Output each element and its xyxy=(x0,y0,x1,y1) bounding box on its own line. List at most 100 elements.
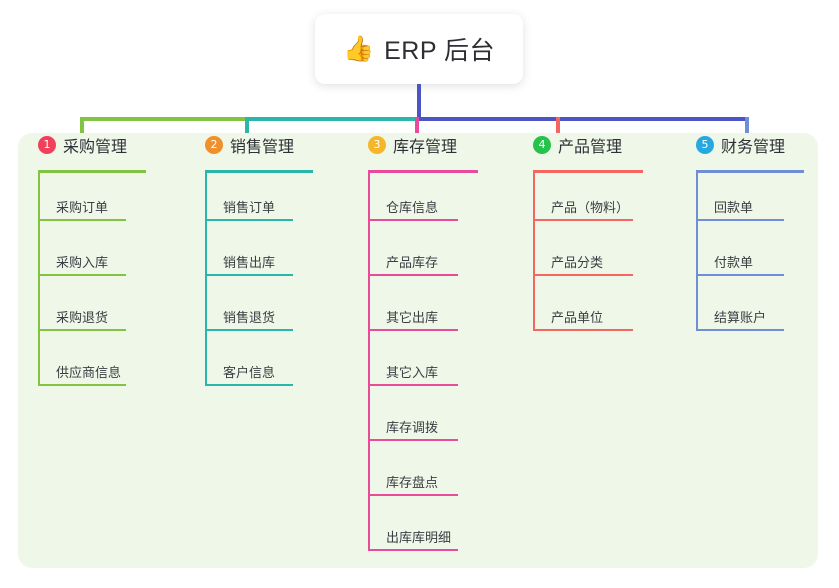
module-item[interactable]: 采购退货 xyxy=(38,307,126,337)
module-spine-4 xyxy=(533,173,535,331)
module-item-underline xyxy=(368,219,458,221)
module-item[interactable]: 库存盘点 xyxy=(368,472,458,502)
module-item-label: 结算账户 xyxy=(714,310,767,325)
bus-drop-2 xyxy=(245,117,249,147)
module-underline-3 xyxy=(368,170,478,173)
module-item-underline xyxy=(533,329,633,331)
module-spine-1 xyxy=(38,173,40,386)
module-item-underline xyxy=(38,329,126,331)
module-item-label: 回款单 xyxy=(714,200,754,215)
module-item-underline xyxy=(38,384,126,386)
bus-segment-2 xyxy=(245,117,415,121)
module-item-underline xyxy=(205,274,293,276)
module-item-label: 产品库存 xyxy=(386,255,439,270)
module-item-label: 产品单位 xyxy=(551,310,604,325)
module-item[interactable]: 付款单 xyxy=(696,252,784,282)
module-column-5: 5 财务管理回款单付款单结算账户 xyxy=(696,133,804,331)
module-underline-4 xyxy=(533,170,643,173)
module-item-label: 仓库信息 xyxy=(386,200,439,215)
root-node[interactable]: 👍 ERP 后台 xyxy=(315,14,523,84)
module-item-label: 其它出库 xyxy=(386,310,439,325)
module-item[interactable]: 产品分类 xyxy=(533,252,633,282)
bus-segment-4 xyxy=(419,117,559,121)
module-item[interactable]: 销售出库 xyxy=(205,252,293,282)
module-item-label: 采购退货 xyxy=(56,310,109,325)
module-item-label: 客户信息 xyxy=(223,365,276,380)
module-badge-5: 5 xyxy=(696,136,714,154)
module-spine-3 xyxy=(368,173,370,551)
module-item-underline xyxy=(205,219,293,221)
module-item-label: 库存盘点 xyxy=(386,475,439,490)
module-item-underline xyxy=(368,549,458,551)
module-header-2[interactable]: 2 销售管理 xyxy=(205,133,294,157)
module-title-4: 产品管理 xyxy=(558,139,623,156)
module-header-4[interactable]: 4 产品管理 xyxy=(533,133,622,157)
module-underline-1 xyxy=(38,170,146,173)
bus-segment-1 xyxy=(80,117,245,121)
module-item[interactable]: 库存调拨 xyxy=(368,417,458,447)
module-item[interactable]: 回款单 xyxy=(696,197,784,227)
module-item[interactable]: 销售退货 xyxy=(205,307,293,337)
module-badge-4: 4 xyxy=(533,136,551,154)
bus-segment-5 xyxy=(559,117,749,121)
module-item-label: 销售退货 xyxy=(223,310,276,325)
module-item[interactable]: 采购入库 xyxy=(38,252,126,282)
module-item[interactable]: 产品库存 xyxy=(368,252,458,282)
module-item-underline xyxy=(38,274,126,276)
module-title-2: 销售管理 xyxy=(230,139,295,156)
module-badge-2: 2 xyxy=(205,136,223,154)
module-item-underline xyxy=(368,384,458,386)
module-item[interactable]: 客户信息 xyxy=(205,362,293,392)
module-item[interactable]: 供应商信息 xyxy=(38,362,126,392)
module-item[interactable]: 其它入库 xyxy=(368,362,458,392)
module-item-underline xyxy=(368,329,458,331)
module-item-underline xyxy=(533,274,633,276)
module-item-label: 供应商信息 xyxy=(56,365,122,380)
module-header-5[interactable]: 5 财务管理 xyxy=(696,133,785,157)
module-item-label: 产品（物料） xyxy=(551,200,630,215)
module-item-underline xyxy=(696,274,784,276)
root-trunk-connector xyxy=(417,84,421,119)
module-item[interactable]: 产品（物料） xyxy=(533,197,633,227)
module-item-label: 库存调拨 xyxy=(386,420,439,435)
module-item-label: 采购入库 xyxy=(56,255,109,270)
module-item-label: 产品分类 xyxy=(551,255,604,270)
module-item-underline xyxy=(38,219,126,221)
thumbs-up-icon: 👍 xyxy=(342,34,375,63)
module-item[interactable]: 仓库信息 xyxy=(368,197,458,227)
module-item[interactable]: 其它出库 xyxy=(368,307,458,337)
bus-drop-1 xyxy=(80,117,84,147)
module-item-label: 采购订单 xyxy=(56,200,109,215)
module-item-underline xyxy=(533,219,633,221)
module-header-3[interactable]: 3 库存管理 xyxy=(368,133,457,157)
module-spine-5 xyxy=(696,173,698,331)
module-item-underline xyxy=(368,494,458,496)
module-badge-1: 1 xyxy=(38,136,56,154)
module-item[interactable]: 采购订单 xyxy=(38,197,126,227)
bus-drop-3 xyxy=(415,117,419,147)
module-item[interactable]: 出库库明细 xyxy=(368,527,458,557)
bus-drop-4 xyxy=(556,117,560,147)
module-item-label: 销售出库 xyxy=(223,255,276,270)
module-item-label: 付款单 xyxy=(714,255,754,270)
module-title-5: 财务管理 xyxy=(721,139,786,156)
module-column-2: 2 销售管理销售订单销售出库销售退货客户信息 xyxy=(205,133,313,386)
module-underline-5 xyxy=(696,170,804,173)
module-column-4: 4 产品管理产品（物料） 产品分类产品单位 xyxy=(533,133,643,331)
module-item-underline xyxy=(696,329,784,331)
module-item-underline xyxy=(696,219,784,221)
module-underline-2 xyxy=(205,170,313,173)
bus-drop-5 xyxy=(745,117,749,147)
module-title-3: 库存管理 xyxy=(393,139,458,156)
root-node-label: ERP 后台 xyxy=(384,37,496,65)
module-item[interactable]: 产品单位 xyxy=(533,307,633,337)
module-item-underline xyxy=(368,439,458,441)
module-item-label: 其它入库 xyxy=(386,365,439,380)
module-badge-3: 3 xyxy=(368,136,386,154)
module-item[interactable]: 销售订单 xyxy=(205,197,293,227)
module-item[interactable]: 结算账户 xyxy=(696,307,784,337)
